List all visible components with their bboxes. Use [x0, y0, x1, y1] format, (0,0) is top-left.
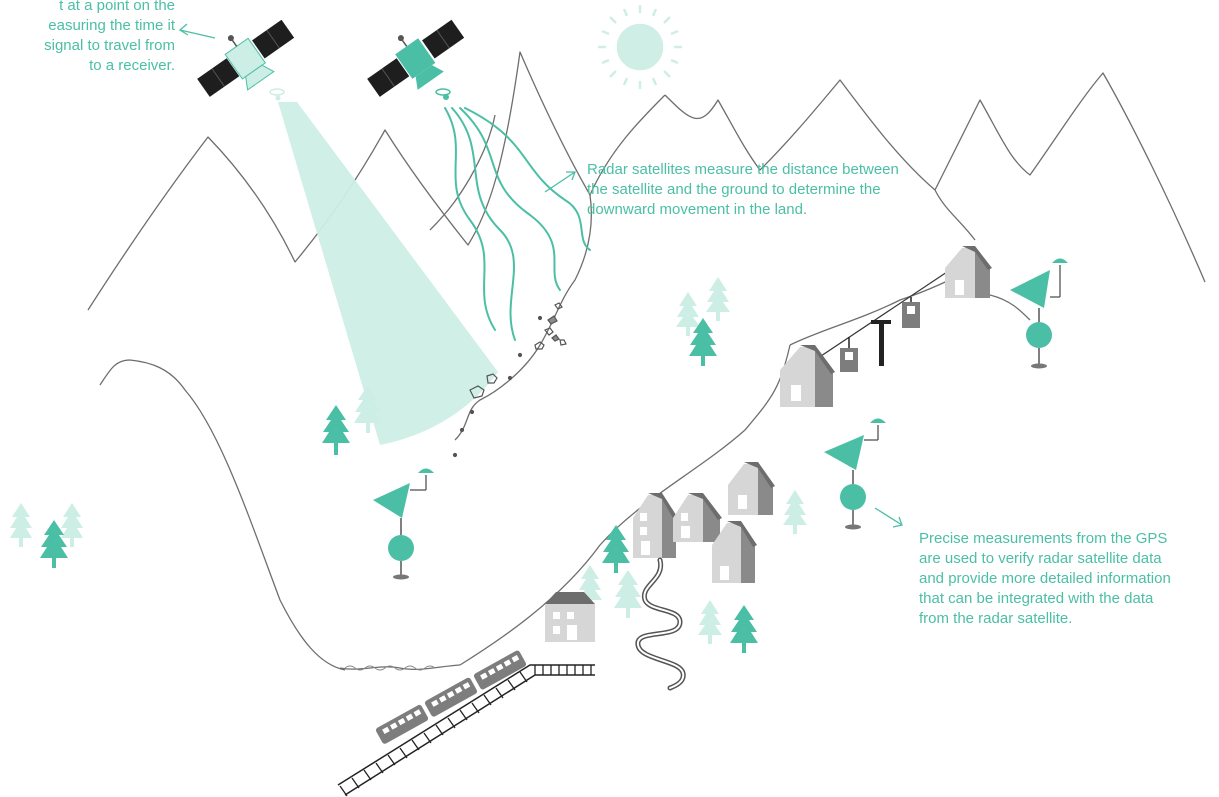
caption-line: the satellite and the ground to determin…: [587, 181, 881, 198]
radar-caption: Radar satellites measure the distance be…: [587, 160, 967, 220]
caption-line: are used to verify radar satellite data: [919, 550, 1162, 567]
caption-line: Precise measurements from the GPS: [919, 530, 1168, 547]
winding-road: [635, 557, 686, 691]
cable-car-icon: [799, 259, 966, 372]
caption-line: and provide more detailed information: [919, 570, 1171, 587]
railway-track: [337, 664, 595, 797]
radar-waves: [444, 107, 591, 341]
house-icon: [728, 462, 775, 515]
house-icon: [712, 521, 757, 583]
caption-line: signal to travel from: [44, 37, 175, 54]
caption-line: downward movement in the land.: [587, 201, 808, 218]
gps-caption: t at a point on the easuring the time it…: [0, 0, 175, 76]
rockfall: [452, 302, 567, 458]
gps-signal-beam: [278, 102, 498, 445]
lake-waves: [344, 665, 436, 671]
caption-line: to a receiver.: [89, 57, 175, 74]
gps-satellite-icon: [197, 19, 295, 101]
house-icon: [780, 345, 835, 407]
caption-line: easuring the time it: [48, 17, 175, 34]
sun-icon: [598, 5, 682, 89]
gps-receiver-icon: [373, 468, 434, 580]
caption-line: from the radar satellite.: [919, 610, 1073, 627]
train-icon: [376, 650, 527, 744]
caption-line: Radar satellites measure the distance be…: [587, 161, 899, 178]
caption-line: that can be integrated with the data: [919, 590, 1154, 607]
gps-receiver-icon: [1010, 258, 1068, 369]
tree-icon: [10, 277, 807, 644]
gps-receiver-icon: [824, 418, 886, 530]
house-icon: [945, 246, 992, 298]
mountain-range: [87, 51, 1206, 671]
arrow-icon: [874, 507, 903, 528]
house-icon: [673, 493, 722, 542]
tree-icon: [40, 318, 758, 653]
arrow-icon: [544, 171, 576, 193]
radar-satellite-icon: [367, 19, 465, 100]
arrow-icon: [178, 23, 216, 39]
caption-line: t at a point on the: [59, 0, 175, 14]
house-icon: [545, 592, 595, 642]
precise-measurements-caption: Precise measurements from the GPS are us…: [919, 529, 1219, 629]
house-icon: [633, 493, 678, 558]
